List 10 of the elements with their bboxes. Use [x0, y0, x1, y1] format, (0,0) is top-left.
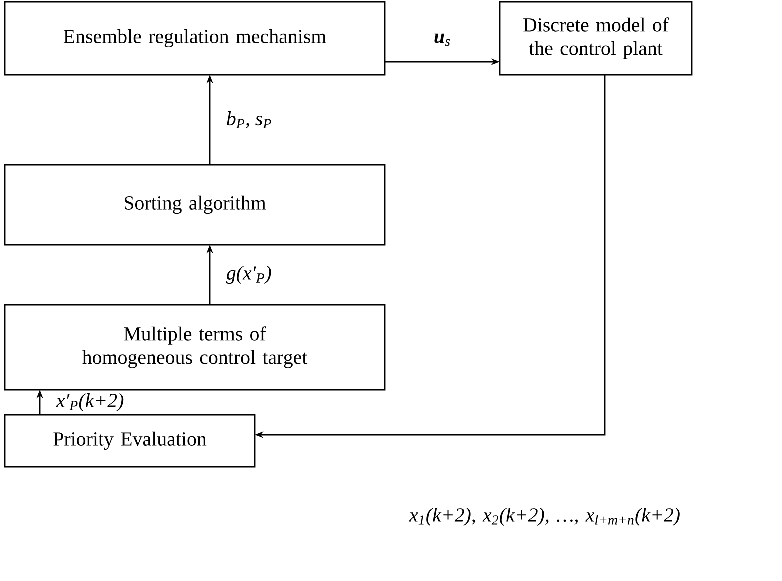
process-box: Ensemble regulation mechanism: [4, 1, 386, 76]
edge-label: x′$_{P}$(k+2): [56, 393, 124, 412]
edge-label: g(x′$_{P}$): [226, 266, 272, 284]
edge-label: x$_{1}$(k+2), x$_{2}$(k+2), …, x$_{l+m+n}$(k+2): [409, 508, 680, 526]
process-box: Sorting algorithm: [4, 164, 386, 246]
edge-label: u$_{s}$: [434, 34, 450, 46]
process-box: Multiple terms of homogeneous control target: [4, 304, 386, 391]
process-box: Discrete model of the control plant: [499, 1, 693, 76]
process-box: Priority Evaluation: [4, 414, 256, 468]
edge-label: b$_{P}$, s$_{P}$: [227, 112, 272, 128]
